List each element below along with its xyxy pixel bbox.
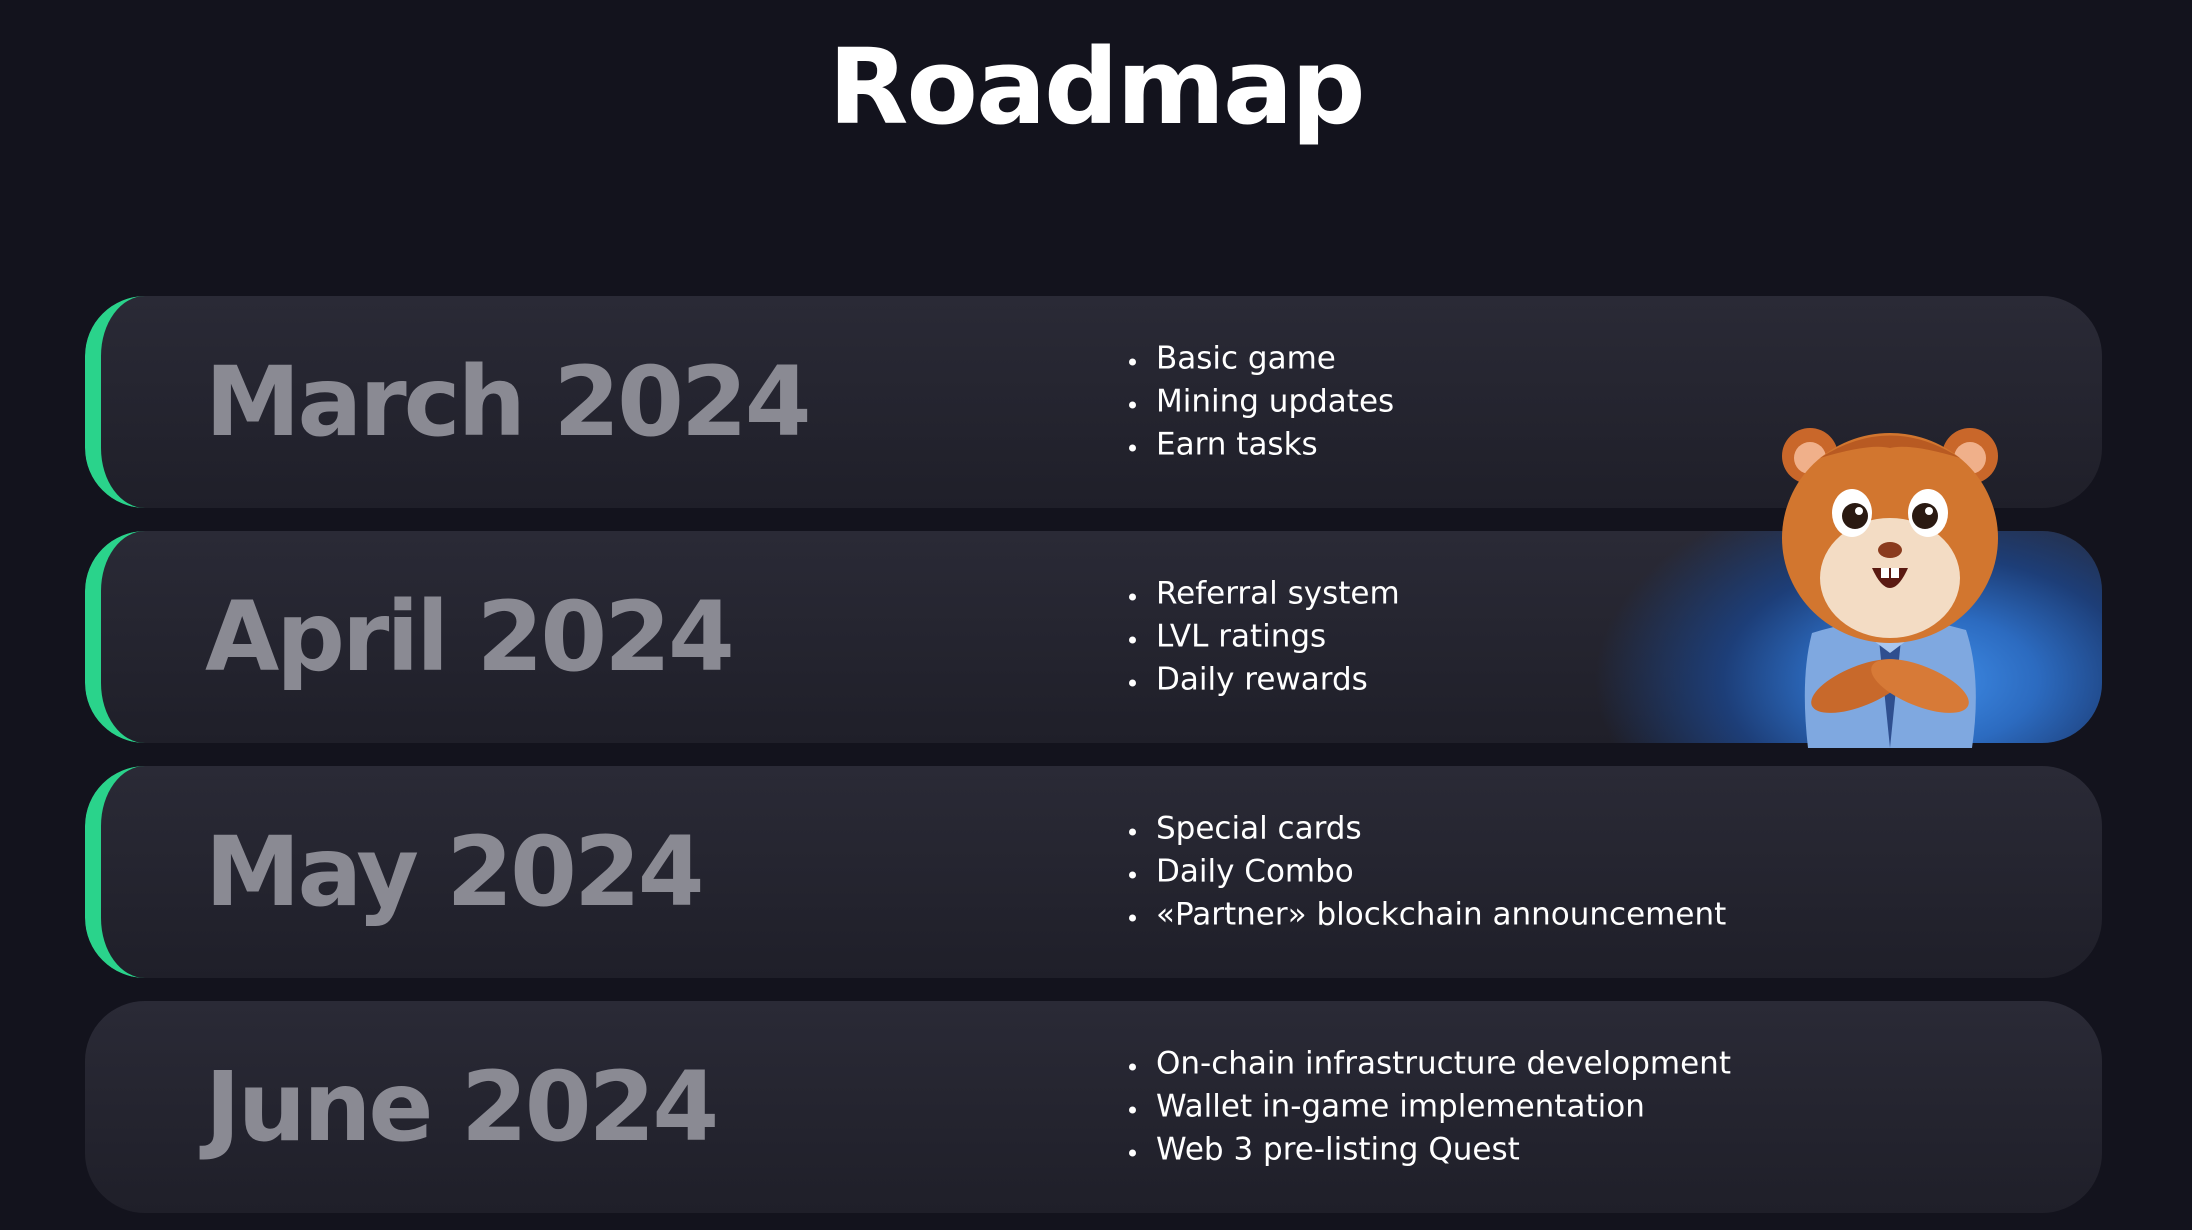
roadmap-month: April 2024	[205, 581, 735, 693]
roadmap-row-june: June 2024 On-chain infrastructure develo…	[85, 1001, 2102, 1213]
roadmap-item: Web 3 pre-listing Quest	[1150, 1129, 1731, 1172]
roadmap-month: June 2024	[205, 1051, 719, 1163]
roadmap-items: Basic game Mining updates Earn tasks	[1120, 338, 1394, 467]
roadmap-item: Special cards	[1150, 808, 1726, 851]
roadmap-item: On-chain infrastructure development	[1150, 1043, 1731, 1086]
roadmap-row-march: March 2024 Basic game Mining updates Ear…	[85, 296, 2102, 508]
roadmap-item: Daily rewards	[1150, 659, 1400, 702]
roadmap-month: May 2024	[205, 816, 705, 928]
roadmap-row-may: May 2024 Special cards Daily Combo «Part…	[85, 766, 2102, 978]
roadmap-item: Wallet in-game implementation	[1150, 1086, 1731, 1129]
roadmap-items: Special cards Daily Combo «Partner» bloc…	[1120, 808, 1726, 937]
roadmap-item: Earn tasks	[1150, 424, 1394, 467]
roadmap-item: Daily Combo	[1150, 851, 1726, 894]
hamster-mascot-icon	[1782, 428, 1998, 748]
roadmap-item: LVL ratings	[1150, 616, 1400, 659]
roadmap-month: March 2024	[205, 346, 812, 458]
roadmap-item: Basic game	[1150, 338, 1394, 381]
page-title: Roadmap	[828, 26, 1365, 148]
roadmap-items: On-chain infrastructure development Wall…	[1120, 1043, 1731, 1172]
roadmap-item: Mining updates	[1150, 381, 1394, 424]
roadmap-item: «Partner» blockchain announcement	[1150, 894, 1726, 937]
roadmap-items: Referral system LVL ratings Daily reward…	[1120, 573, 1400, 702]
roadmap-item: Referral system	[1150, 573, 1400, 616]
